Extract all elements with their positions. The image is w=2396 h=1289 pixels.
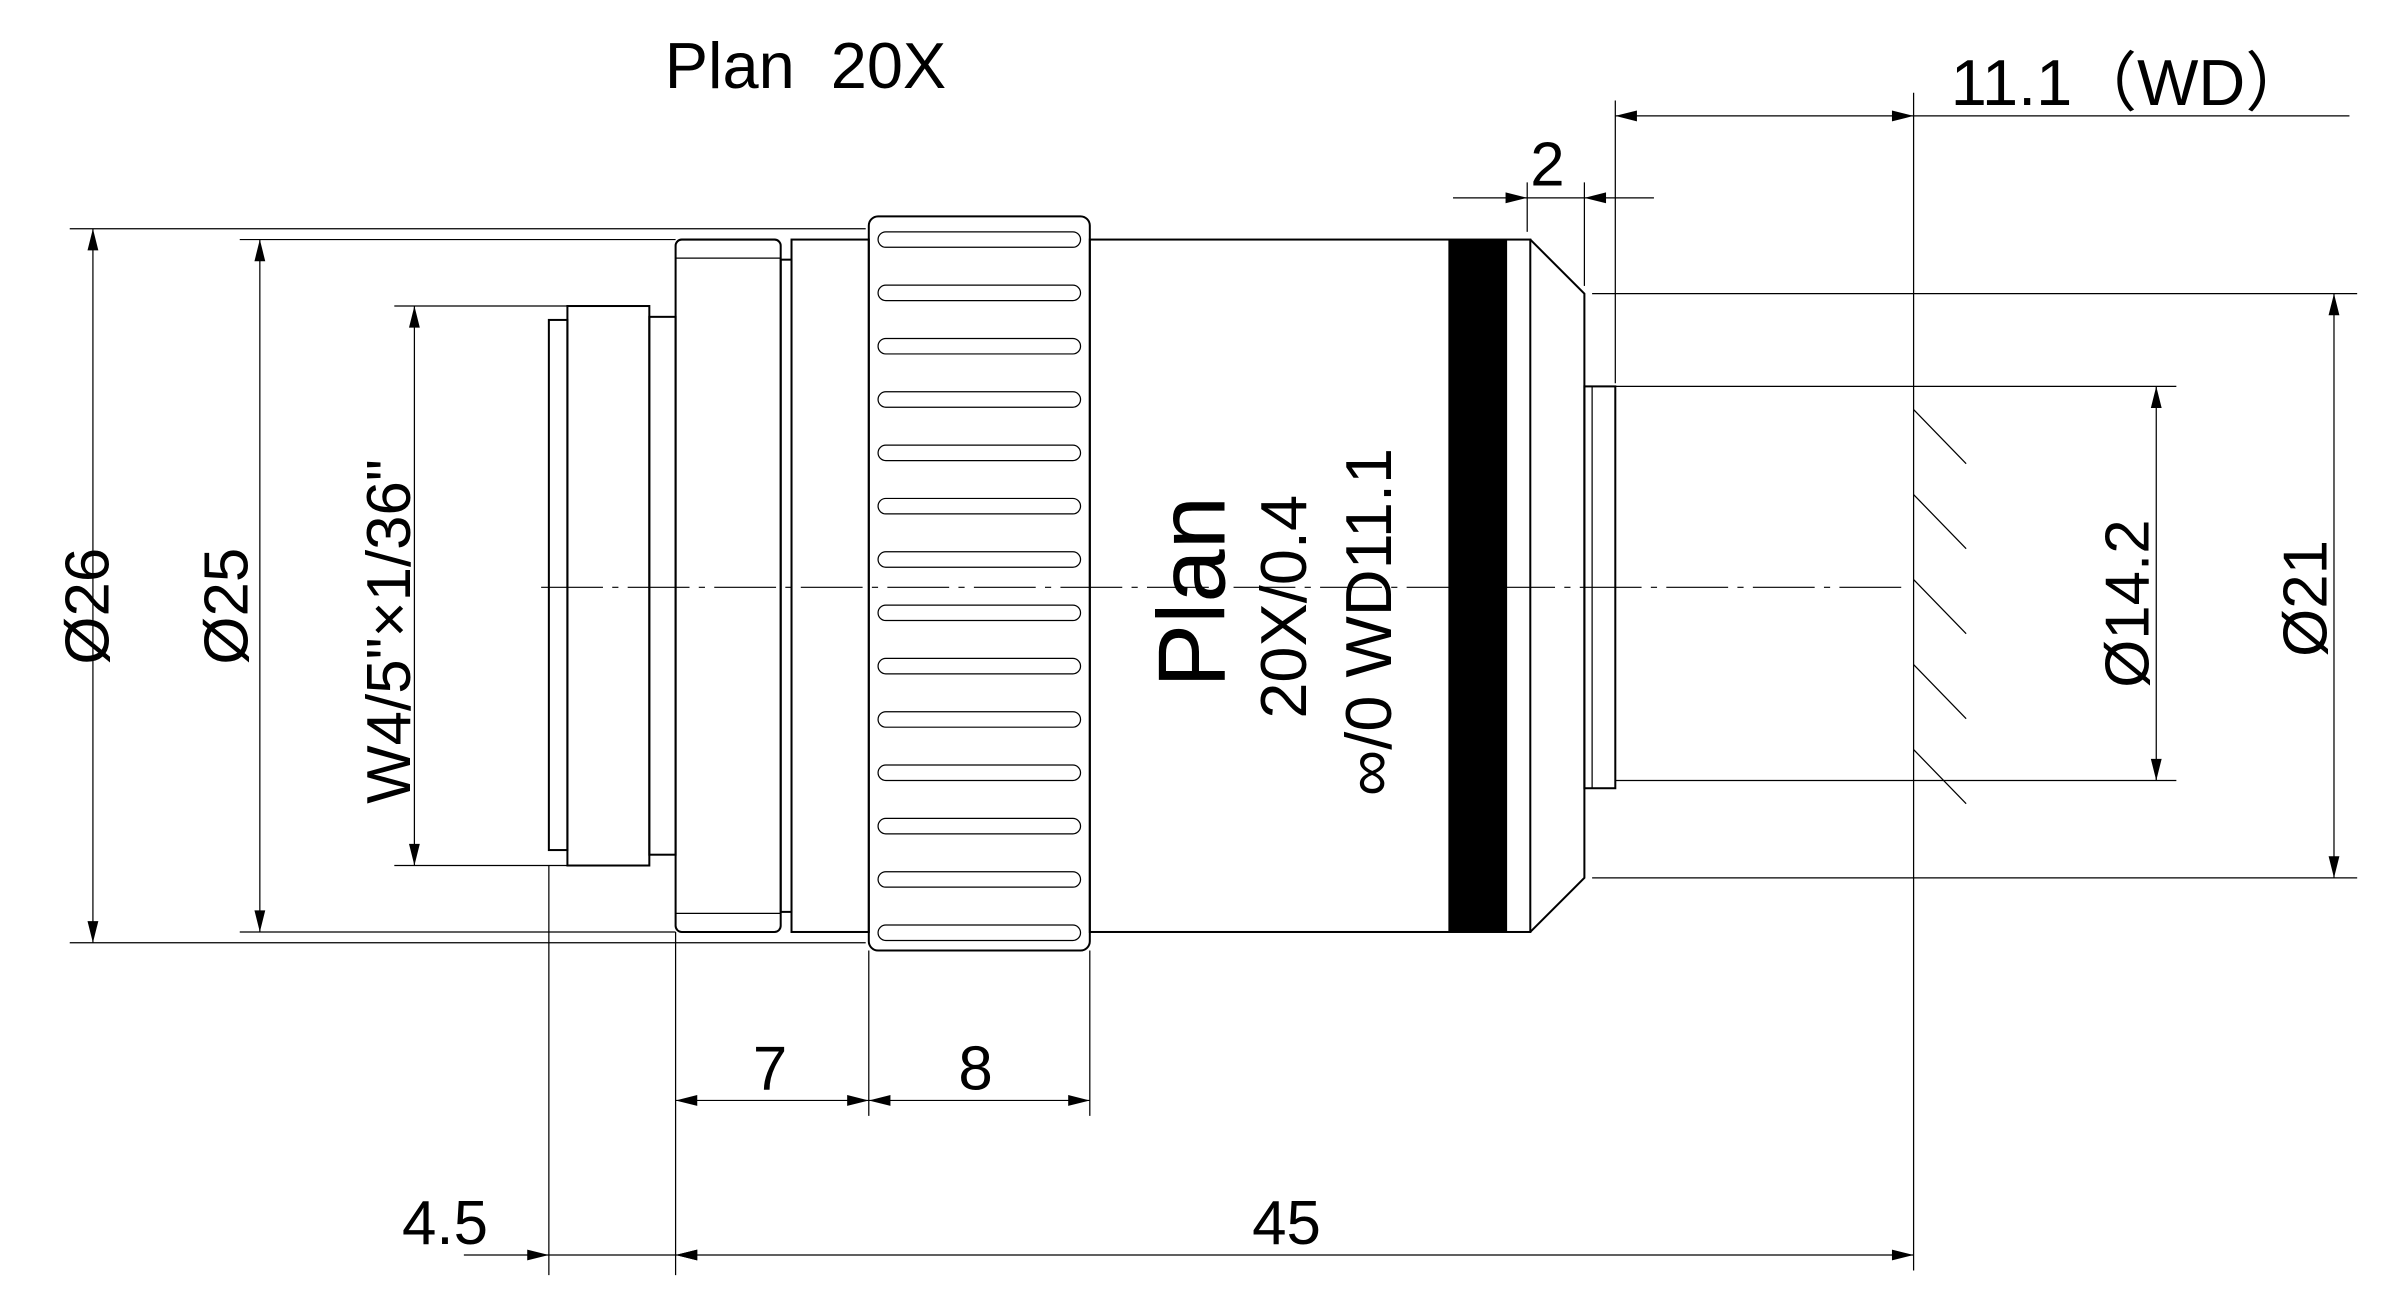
knurl-ridge xyxy=(877,497,1082,515)
marking-plan: Plan xyxy=(1138,496,1245,688)
arrowhead xyxy=(1615,110,1637,122)
dim-front-step: 2 xyxy=(1530,130,1564,199)
dimension-lines xyxy=(87,110,2350,1261)
knurl-ridge xyxy=(877,284,1082,302)
knurled-ring xyxy=(867,215,1091,952)
knurl-ridge xyxy=(877,924,1082,942)
knurl-ridge xyxy=(877,604,1082,622)
specimen-hatching xyxy=(1913,409,1967,805)
marking-mag-na: 20X/0.4 xyxy=(1247,495,1320,719)
arrowhead xyxy=(1584,192,1607,204)
hatch-line xyxy=(1913,579,1967,635)
dim-nose-diameter: Ø21 xyxy=(2271,540,2340,657)
extension-lines xyxy=(69,100,2358,1276)
arrowhead xyxy=(1891,110,1914,122)
objective-body xyxy=(1088,238,1617,933)
knurl-ridge xyxy=(877,657,1082,675)
dim-front-diameter: Ø14.2 xyxy=(2094,519,2163,687)
knurl-ridge xyxy=(877,391,1082,408)
arrowhead xyxy=(408,843,420,866)
arrowhead xyxy=(87,228,99,251)
arrowhead xyxy=(675,1095,698,1106)
knurl-ridge xyxy=(877,764,1082,782)
hatch-line xyxy=(1913,494,1967,550)
arrowhead xyxy=(254,239,266,262)
dim-outer-diameter: Ø26 xyxy=(53,548,122,665)
knurl-ridge xyxy=(877,711,1082,728)
arrowhead xyxy=(847,1095,869,1106)
knurl-ridge xyxy=(877,444,1082,462)
thread-section xyxy=(547,305,677,867)
arrowhead xyxy=(254,910,266,932)
dim-thread: W4/5"×1/36" xyxy=(355,459,424,804)
arrowhead xyxy=(2328,293,2340,316)
dim-knurl-length: 8 xyxy=(958,1035,992,1104)
arrowhead xyxy=(2150,386,2162,409)
arrowhead xyxy=(1068,1095,1090,1106)
arrowhead xyxy=(2150,758,2162,781)
arrowhead xyxy=(408,306,420,328)
dim-collar-length: 7 xyxy=(753,1035,787,1104)
arrowhead xyxy=(527,1249,549,1261)
arrowhead xyxy=(87,921,99,943)
arrowhead xyxy=(1891,1249,1914,1261)
dim-collar-diameter: Ø25 xyxy=(192,548,261,665)
knurl-ridge xyxy=(877,817,1082,835)
wd-label: 11.1（WD） xyxy=(1951,46,2310,119)
knurl-ridge xyxy=(877,337,1082,355)
hatch-line xyxy=(1913,749,1967,805)
hatch-line xyxy=(1913,664,1967,720)
knurl-ridge xyxy=(877,871,1082,888)
arrowhead xyxy=(868,1095,891,1106)
arrowhead xyxy=(2328,856,2340,878)
arrowhead xyxy=(1505,192,1528,204)
knurl-ridge xyxy=(877,231,1082,248)
dim-parfocal-length: 45 xyxy=(1252,1189,1321,1258)
marking-wd: ∞/0 WD11.1 xyxy=(1332,448,1405,796)
arrowhead xyxy=(675,1249,698,1261)
dim-thread-length: 4.5 xyxy=(402,1189,488,1258)
drawing-title: Plan 20X xyxy=(665,29,946,102)
collar xyxy=(674,238,870,933)
color-band xyxy=(1448,239,1508,932)
knurl-ridge xyxy=(877,551,1082,568)
hatch-line xyxy=(1913,409,1967,465)
